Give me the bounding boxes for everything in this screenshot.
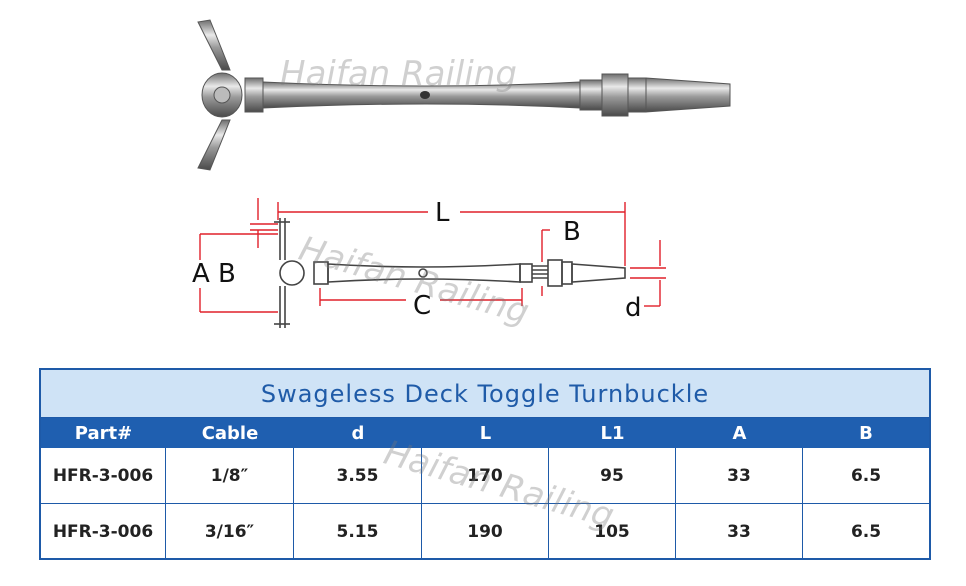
dim-label-L: L xyxy=(435,198,450,228)
header-cable: Cable xyxy=(201,422,259,444)
header-b: B xyxy=(859,422,873,444)
cell-l: 170 xyxy=(422,448,549,504)
cell-d: 3.55 xyxy=(294,448,422,504)
product-photo xyxy=(197,19,731,171)
header-d: d xyxy=(351,422,365,444)
dimension-diagram: L A B C B d xyxy=(192,198,666,328)
table-row: HFR-3-006 1/8″ 3.55 170 95 33 6.5 xyxy=(41,448,929,504)
header-l: L xyxy=(479,422,492,444)
cell-cable: 3/16″ xyxy=(166,504,294,560)
table-row: HFR-3-006 3/16″ 5.15 190 105 33 6.5 xyxy=(41,504,929,560)
cell-d: 5.15 xyxy=(294,504,422,560)
dim-label-A: A xyxy=(192,259,210,289)
table-title: Swageless Deck Toggle Turnbuckle xyxy=(41,370,929,418)
dim-label-C: C xyxy=(413,291,431,321)
cell-l1: 95 xyxy=(549,448,676,504)
cell-cable: 1/8″ xyxy=(166,448,294,504)
header-l1: L1 xyxy=(600,422,625,444)
header-a: A xyxy=(732,422,747,444)
cell-a: 33 xyxy=(676,448,803,504)
cell-l1: 105 xyxy=(549,504,676,560)
dim-label-B-right: B xyxy=(563,217,581,247)
cell-part: HFR-3-006 xyxy=(41,448,166,504)
dim-label-B-left: B xyxy=(218,259,236,289)
cell-a: 33 xyxy=(676,504,803,560)
cell-b: 6.5 xyxy=(850,522,882,542)
table-header-row: Part# Cable d L L1 A B xyxy=(41,418,929,448)
cell-b: 6.5 xyxy=(803,448,929,504)
dim-label-d: d xyxy=(625,293,642,323)
header-part: Part# xyxy=(74,422,133,444)
cell-l: 190 xyxy=(422,504,549,560)
cell-part: HFR-3-006 xyxy=(41,504,166,560)
spec-table: Swageless Deck Toggle Turnbuckle Part# C… xyxy=(39,368,931,560)
